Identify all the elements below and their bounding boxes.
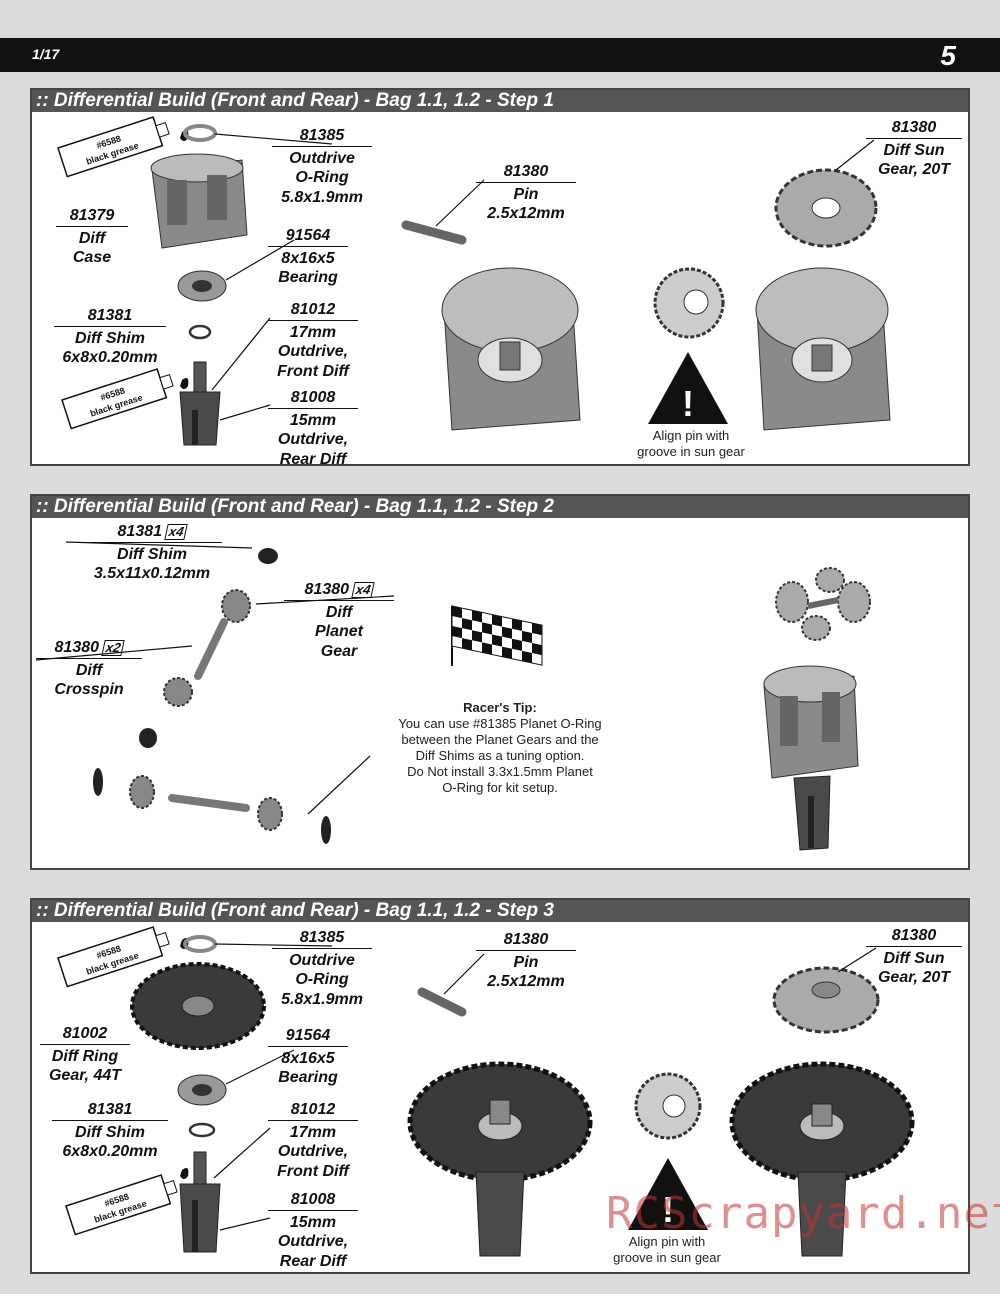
diff-shim-icon <box>139 728 157 748</box>
step-3-panel: :: Differential Build (Front and Rear) -… <box>30 898 970 1274</box>
pin-icon <box>401 220 467 245</box>
planet-gear-icon <box>837 581 871 623</box>
quantity-badge: x2 <box>101 640 126 656</box>
sun-gear-icon <box>634 1072 702 1140</box>
step-2-panel: :: Differential Build (Front and Rear) -… <box>30 494 970 870</box>
diff-shim-icon <box>321 816 331 844</box>
sun-gear-icon <box>653 267 725 339</box>
grease-tube-icon: #6588 black grease <box>65 1174 178 1236</box>
scale-label: 1/17 <box>32 46 60 62</box>
o-ring-icon <box>183 935 217 953</box>
bearing-icon <box>177 1074 227 1106</box>
pin-icon <box>417 987 467 1017</box>
quantity-badge: x4 <box>164 524 189 540</box>
crosspin-icon <box>168 794 250 812</box>
diff-case-icon <box>755 267 891 431</box>
page-header: 1/17 5 <box>0 38 1000 72</box>
planet-gear-icon <box>257 797 283 831</box>
warning-icon: ! <box>648 352 728 424</box>
diff-shim-icon <box>93 768 103 796</box>
ring-gear-icon <box>407 1061 593 1257</box>
racers-tip-title: Racer's Tip: <box>463 700 537 715</box>
diff-shim-icon <box>188 1122 216 1138</box>
diff-case-icon <box>763 665 859 779</box>
crosspin-icon <box>194 618 228 680</box>
outdrive-icon <box>179 1151 221 1253</box>
o-ring-icon <box>183 124 217 142</box>
planet-gear-icon <box>221 589 251 623</box>
sun-gear-icon <box>772 966 880 1034</box>
svg-text:!: ! <box>682 383 694 424</box>
ring-gear-icon <box>130 962 266 1050</box>
watermark: RCScrapyard.net <box>606 1188 1000 1239</box>
page-number: 5 <box>940 40 956 71</box>
planet-gear-icon <box>129 775 155 809</box>
step-2-title: :: Differential Build (Front and Rear) -… <box>32 496 968 518</box>
quantity-badge: x4 <box>351 582 376 598</box>
grease-drop-icon <box>180 1168 189 1179</box>
step-2-illustration <box>35 541 871 851</box>
planet-gear-icon <box>163 677 193 707</box>
planet-gear-icon <box>815 567 845 593</box>
step-3-illustration: #6588 black grease #6588 black grease <box>57 926 915 1257</box>
svg-text:!: ! <box>662 1189 674 1230</box>
diff-case-icon <box>441 267 581 431</box>
step-1-panel: :: Differential Build (Front and Rear) -… <box>30 88 970 469</box>
planet-gear-icon <box>801 615 831 641</box>
grease-tube-icon: #6588 black grease <box>61 368 174 430</box>
step-1-illustration: #6588 black grease #6588 black grease <box>57 116 891 446</box>
step-3-title: :: Differential Build (Front and Rear) -… <box>32 900 968 922</box>
ring-gear-icon <box>729 1061 915 1257</box>
planet-gear-icon <box>775 581 809 623</box>
sun-gear-icon <box>774 168 878 248</box>
diff-shim-icon <box>188 324 212 340</box>
warning-icon: ! <box>628 1158 708 1230</box>
outdrive-icon <box>179 361 221 446</box>
checkered-flag-icon <box>451 605 543 667</box>
outdrive-icon <box>793 775 831 851</box>
racers-tip: Racer's Tip: You can use #81385 Planet O… <box>398 700 602 795</box>
diff-case-icon <box>150 153 248 249</box>
step-1-title: :: Differential Build (Front and Rear) -… <box>32 90 968 112</box>
grease-drop-icon <box>180 378 189 389</box>
bearing-icon <box>177 270 227 302</box>
diff-shim-icon <box>258 548 278 564</box>
